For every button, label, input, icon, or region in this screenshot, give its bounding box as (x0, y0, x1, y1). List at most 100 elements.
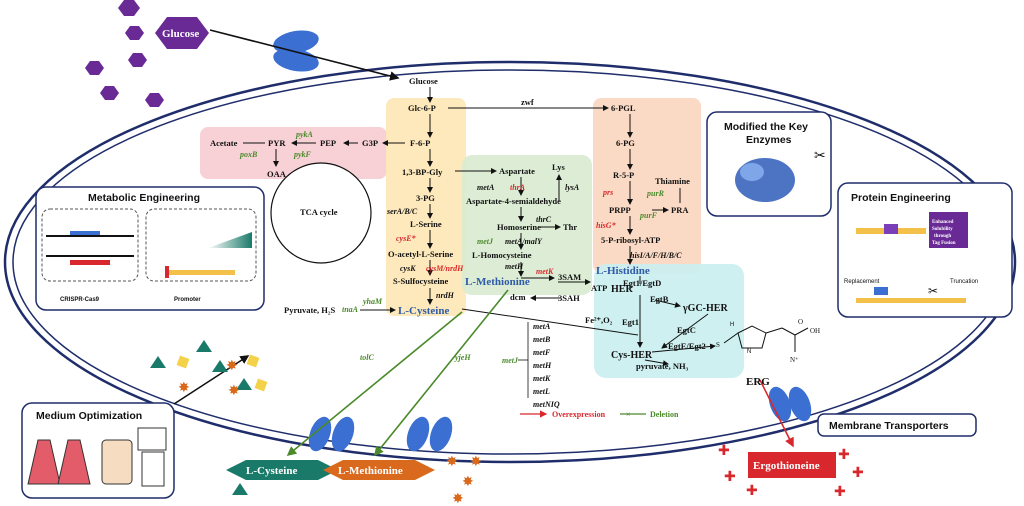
svg-text:EgtB: EgtB (650, 294, 669, 304)
svg-text:L-Homocysteine: L-Homocysteine (472, 250, 532, 260)
cell-outer-membrane (3, 60, 1017, 464)
svg-text:✚: ✚ (834, 485, 846, 500)
svg-text:Acetate: Acetate (210, 138, 238, 148)
svg-text:metNIQ: metNIQ (533, 400, 560, 409)
legend: Overexpression × Deletion (520, 410, 679, 419)
svg-text:Replacement: Replacement (844, 279, 880, 285)
protein-engineering-panel: Protein Engineering Enhanced Solubility … (837, 182, 1013, 318)
metabolic-engineering-panel: Metabolic Engineering CRISPR-Cas9 Promot… (35, 186, 265, 311)
svg-text:CRISPR-Cas9: CRISPR-Cas9 (60, 297, 100, 303)
svg-text:cysE*: cysE* (396, 234, 417, 243)
svg-text:L-Histidine: L-Histidine (596, 265, 650, 277)
glucose-import-arrow (209, 29, 400, 81)
svg-text:✸: ✸ (228, 384, 240, 399)
svg-text:5-P-ribosyl-ATP: 5-P-ribosyl-ATP (601, 235, 660, 245)
svg-text:EgtE/Egt2: EgtE/Egt2 (668, 341, 706, 351)
svg-text:cysM/nrdH: cysM/nrdH (426, 264, 464, 273)
svg-text:S: S (716, 341, 720, 349)
svg-text:Solubility: Solubility (932, 227, 953, 232)
enzymes-panel: Modified the Key Enzymes ✂ (706, 111, 832, 217)
svg-text:Overexpression: Overexpression (552, 410, 606, 419)
svg-text:✂: ✂ (928, 284, 938, 298)
svg-text:3SAM: 3SAM (558, 272, 581, 282)
svg-text:ERG: ERG (746, 376, 770, 388)
svg-text:tnaA: tnaA (342, 305, 359, 314)
svg-text:OAA: OAA (267, 169, 287, 179)
svg-text:prs: prs (602, 188, 613, 197)
region-orange (593, 98, 701, 273)
svg-text:✸: ✸ (452, 492, 464, 506)
svg-text:pykA: pykA (295, 130, 314, 139)
bottom-transporters (308, 386, 812, 452)
svg-text:cysK: cysK (400, 264, 416, 273)
svg-text:S-Sulfocysteine: S-Sulfocysteine (393, 276, 448, 286)
svg-text:metJ: metJ (477, 237, 494, 246)
glucose-small-hexagons (85, 0, 164, 107)
svg-text:pykF: pykF (293, 150, 312, 159)
svg-text:3SAH: 3SAH (558, 293, 580, 303)
svg-text:Egt1/EgtD: Egt1/EgtD (623, 278, 661, 288)
svg-text:zwf: zwf (521, 97, 534, 107)
svg-text:Metabolic Engineering: Metabolic Engineering (88, 192, 200, 204)
svg-text:metA: metA (533, 322, 551, 331)
svg-text:O-acetyl-L-Serine: O-acetyl-L-Serine (388, 249, 453, 259)
svg-text:Homoserine: Homoserine (497, 222, 541, 232)
metj-regulon: metA metB metF metH metK metL metNIQ (518, 322, 560, 409)
svg-text:✚: ✚ (746, 484, 758, 499)
svg-text:PEP: PEP (320, 138, 336, 148)
svg-text:N: N (747, 349, 751, 355)
svg-text:metK: metK (533, 374, 551, 383)
ergothioneine-structure: H N S OH O N⁺ (716, 318, 820, 364)
svg-text:✚: ✚ (838, 448, 850, 463)
svg-text:Enzymes: Enzymes (746, 134, 792, 146)
svg-text:3-PG: 3-PG (416, 193, 435, 203)
svg-text:PRPP: PRPP (609, 205, 631, 215)
svg-text:poxB: poxB (239, 150, 258, 159)
svg-text:metB: metB (533, 335, 551, 344)
region-pink (200, 127, 387, 179)
svg-text:Glucose: Glucose (409, 76, 438, 86)
svg-text:hisI/A/F/H/B/C: hisI/A/F/H/B/C (630, 251, 682, 260)
svg-text:Aspartate-4-semialdehyde: Aspartate-4-semialdehyde (466, 196, 561, 206)
svg-text:Modified the Key: Modified the Key (724, 121, 808, 133)
membrane-transporters-panel: Membrane Transporters (817, 413, 977, 437)
glucose-transporter-top (273, 30, 319, 54)
svg-text:metA: metA (477, 183, 495, 192)
svg-text:✂: ✂ (814, 149, 826, 164)
svg-text:yjeH: yjeH (454, 353, 471, 362)
svg-text:lysA: lysA (565, 183, 580, 192)
erg-export-arrow (759, 379, 794, 448)
svg-text:6-PGL: 6-PGL (611, 103, 636, 113)
svg-text:✸: ✸ (226, 359, 238, 374)
svg-text:EgtC: EgtC (677, 325, 696, 335)
region-yellow (386, 98, 466, 316)
svg-text:✸: ✸ (470, 455, 482, 470)
svg-text:Tag Fusion: Tag Fusion (932, 241, 956, 246)
svg-text:Promoter: Promoter (174, 297, 201, 303)
svg-text:Cys-HER: Cys-HER (611, 350, 653, 361)
svg-text:6-PG: 6-PG (616, 138, 635, 148)
svg-text:Fe²⁺,O₂: Fe²⁺,O₂ (585, 315, 613, 325)
svg-text:F-6-P: F-6-P (410, 138, 430, 148)
cysteine-export-arrow (286, 311, 463, 457)
svg-text:Glc-6-P: Glc-6-P (408, 103, 436, 113)
svg-text:×: × (626, 410, 631, 419)
svg-text:Membrane Transporters: Membrane Transporters (829, 420, 949, 432)
svg-text:ATP: ATP (591, 283, 607, 293)
svg-text:PYR: PYR (268, 138, 286, 148)
svg-text:PRA: PRA (671, 205, 689, 215)
svg-text:L-Methionine: L-Methionine (338, 465, 403, 477)
svg-text:L-Cysteine: L-Cysteine (246, 465, 297, 477)
svg-text:metJ: metJ (502, 356, 519, 365)
products: L-Cysteine L-Methionine Ergothioneine ER… (226, 376, 836, 480)
svg-text:Aspartate: Aspartate (499, 166, 535, 176)
glucose-hexagon (155, 17, 209, 49)
svg-text:metL: metL (533, 387, 550, 396)
svg-text:metH: metH (505, 262, 524, 271)
svg-text:✚: ✚ (852, 466, 864, 481)
svg-text:✸: ✸ (178, 381, 190, 396)
svg-text:O: O (798, 318, 803, 326)
svg-text:through: through (934, 234, 951, 239)
svg-text:✚: ✚ (724, 470, 736, 485)
